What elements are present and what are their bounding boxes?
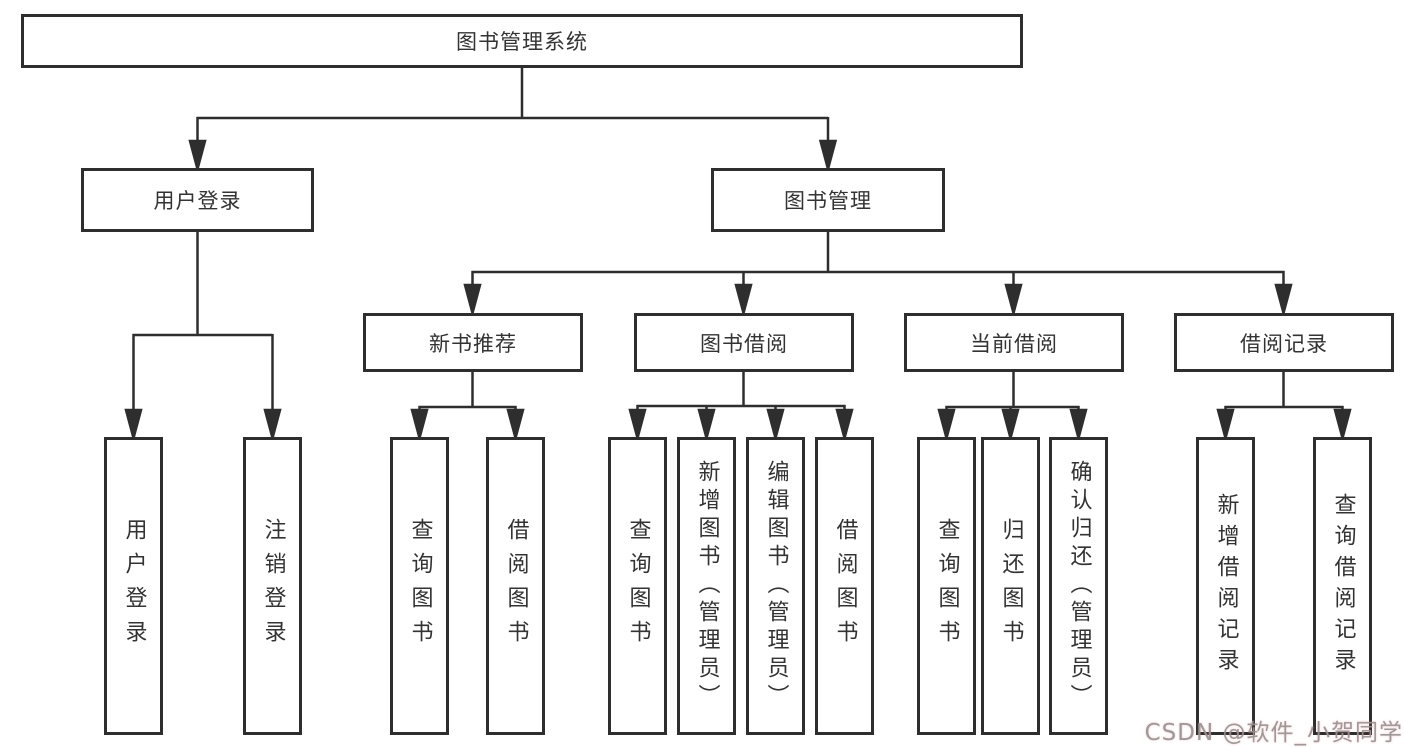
node-current-borrow: 当前借阅: [904, 313, 1124, 372]
arrow-down-icon: [628, 408, 647, 443]
node-label: 借阅记录: [1240, 331, 1328, 356]
leaf-add-borrow-record: 新增借阅记录: [1196, 437, 1255, 735]
node-label: 图书借阅: [700, 331, 788, 356]
arrow-down-icon: [937, 408, 956, 443]
node-label: 新增借阅记录: [1213, 493, 1239, 679]
leaf-query-books-current: 查询图书: [917, 437, 976, 735]
node-book-borrow: 图书借阅: [634, 313, 854, 372]
node-borrow-records: 借阅记录: [1174, 313, 1394, 372]
leaf-query-books-recommend: 查询图书: [390, 437, 449, 735]
connector-line: [945, 372, 1080, 412]
connector-root-to-level2: [188, 68, 838, 174]
node-user-login: 用户登录: [81, 168, 314, 232]
node-book-management: 图书管理: [711, 168, 945, 232]
node-label: 查询图书: [625, 518, 651, 654]
node-label: 新增图书（管理员）: [694, 460, 720, 712]
connector-book-borrow-to-leaves: [628, 372, 854, 443]
node-label: 查询图书: [934, 518, 960, 654]
node-label: 确认归还（管理员）: [1066, 460, 1092, 712]
arrow-down-icon: [1333, 408, 1352, 443]
arrow-down-icon: [818, 139, 838, 174]
node-label: 归还图书: [998, 518, 1024, 654]
node-label: 注销登录: [260, 518, 286, 654]
connector-line: [1224, 372, 1344, 412]
arrow-down-icon: [1001, 408, 1020, 443]
connector-new-book-recommend-to-leaves: [410, 372, 525, 443]
leaf-add-book-admin: 新增图书（管理员）: [677, 437, 736, 735]
connector-borrow-records-to-leaves: [1216, 372, 1352, 443]
node-label: 用户登录: [121, 518, 147, 654]
leaf-edit-book-admin: 编辑图书（管理员）: [746, 437, 805, 735]
leaf-return-book: 归还图书: [981, 437, 1040, 735]
arrow-down-icon: [124, 408, 143, 443]
leaf-confirm-return-admin: 确认归还（管理员）: [1049, 437, 1108, 735]
connector-line: [196, 68, 830, 143]
arrow-down-icon: [697, 408, 716, 443]
arrow-down-icon: [463, 283, 482, 318]
connector-book-management-to-level3: [463, 232, 1293, 318]
leaf-query-borrow-record: 查询借阅记录: [1313, 437, 1372, 735]
leaf-logout: 注销登录: [243, 437, 302, 735]
leaf-query-books-borrow: 查询图书: [608, 437, 667, 735]
connector-line: [132, 232, 274, 412]
node-label: 借阅图书: [832, 518, 858, 654]
arrow-down-icon: [1216, 408, 1235, 443]
arrow-down-icon: [1069, 408, 1088, 443]
arrow-down-icon: [835, 408, 854, 443]
arrow-down-icon: [410, 408, 429, 443]
node-label: 查询借阅记录: [1330, 493, 1356, 679]
node-label: 图书管理: [784, 189, 872, 213]
arrow-down-icon: [506, 408, 525, 443]
leaf-user-login: 用户登录: [104, 437, 163, 735]
node-label: 查询图书: [407, 518, 433, 654]
connector-current-borrow-to-leaves: [937, 372, 1088, 443]
connector-line: [418, 372, 517, 412]
connector-line: [471, 232, 1285, 287]
node-new-book-recommend: 新书推荐: [363, 313, 583, 372]
arrow-down-icon: [1274, 283, 1293, 318]
node-label: 当前借阅: [970, 331, 1058, 356]
node-label: 借阅图书: [503, 518, 529, 654]
connector-user-login-to-leaves: [124, 232, 282, 443]
arrow-down-icon: [188, 139, 207, 174]
node-label: 新书推荐: [429, 331, 517, 356]
leaf-borrow-books-recommend: 借阅图书: [486, 437, 545, 735]
node-label: 用户登录: [153, 189, 242, 213]
arrow-down-icon: [1004, 283, 1023, 318]
arrow-down-icon: [263, 408, 282, 443]
leaf-borrow-books: 借阅图书: [815, 437, 874, 735]
node-library-management-system: 图书管理系统: [21, 14, 1023, 68]
node-label: 编辑图书（管理员）: [763, 460, 789, 712]
connector-line: [636, 372, 846, 412]
arrow-down-icon: [766, 408, 785, 443]
arrow-down-icon: [734, 283, 753, 318]
node-label: 图书管理系统: [456, 30, 588, 54]
csdn-watermark: CSDN @软件_小贺同学: [1144, 720, 1403, 746]
